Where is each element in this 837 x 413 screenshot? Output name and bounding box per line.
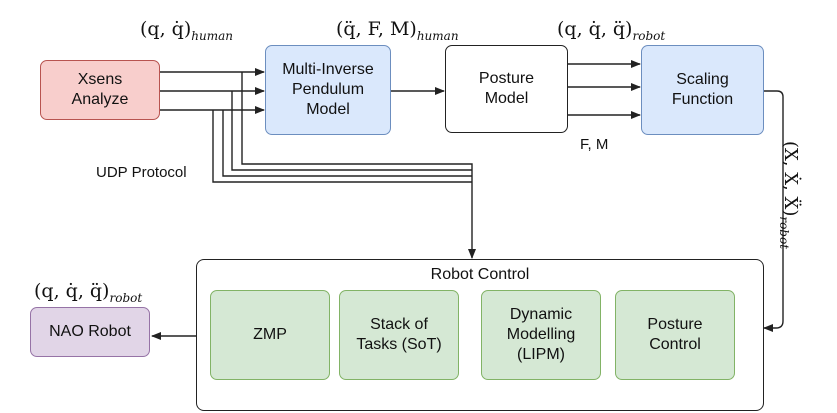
- multi-inverse-pendulum-node: Multi-Inverse Pendulum Model: [265, 45, 391, 135]
- edge-udp-4: [241, 72, 476, 259]
- robot-cartesian-label: (X, Ẋ, Ẍ)robot: [777, 140, 802, 250]
- dynamic-modelling-node: Dynamic Modelling (LIPM): [481, 290, 601, 380]
- robot-state-top-label: (q, q̇, q̈)robot: [557, 18, 666, 43]
- posture-model-node: Posture Model: [445, 45, 568, 133]
- edge-scaling-control: [763, 90, 784, 332]
- nao-robot-node: NAO Robot: [30, 307, 150, 357]
- force-moment-label: F, M: [580, 136, 609, 153]
- human-state-label: (q, q̇)human: [140, 18, 233, 43]
- xsens-analyze-node: Xsens Analyze: [40, 60, 160, 120]
- udp-protocol-label: UDP Protocol: [96, 164, 187, 181]
- zmp-node: ZMP: [210, 290, 330, 380]
- robot-state-nao-label: (q, q̇, q̈)robot: [34, 280, 143, 305]
- edge-udp-2: [222, 110, 472, 177]
- edge-udp-1: [212, 110, 472, 183]
- robot-control-title: Robot Control: [430, 266, 530, 283]
- posture-control-node: Posture Control: [615, 290, 735, 380]
- edge-udp-3: [231, 91, 472, 171]
- scaling-function-node: Scaling Function: [641, 45, 764, 135]
- stack-of-tasks-node: Stack of Tasks (SoT): [339, 290, 459, 380]
- human-dynamics-label: (q̈, F, M)human: [336, 18, 459, 43]
